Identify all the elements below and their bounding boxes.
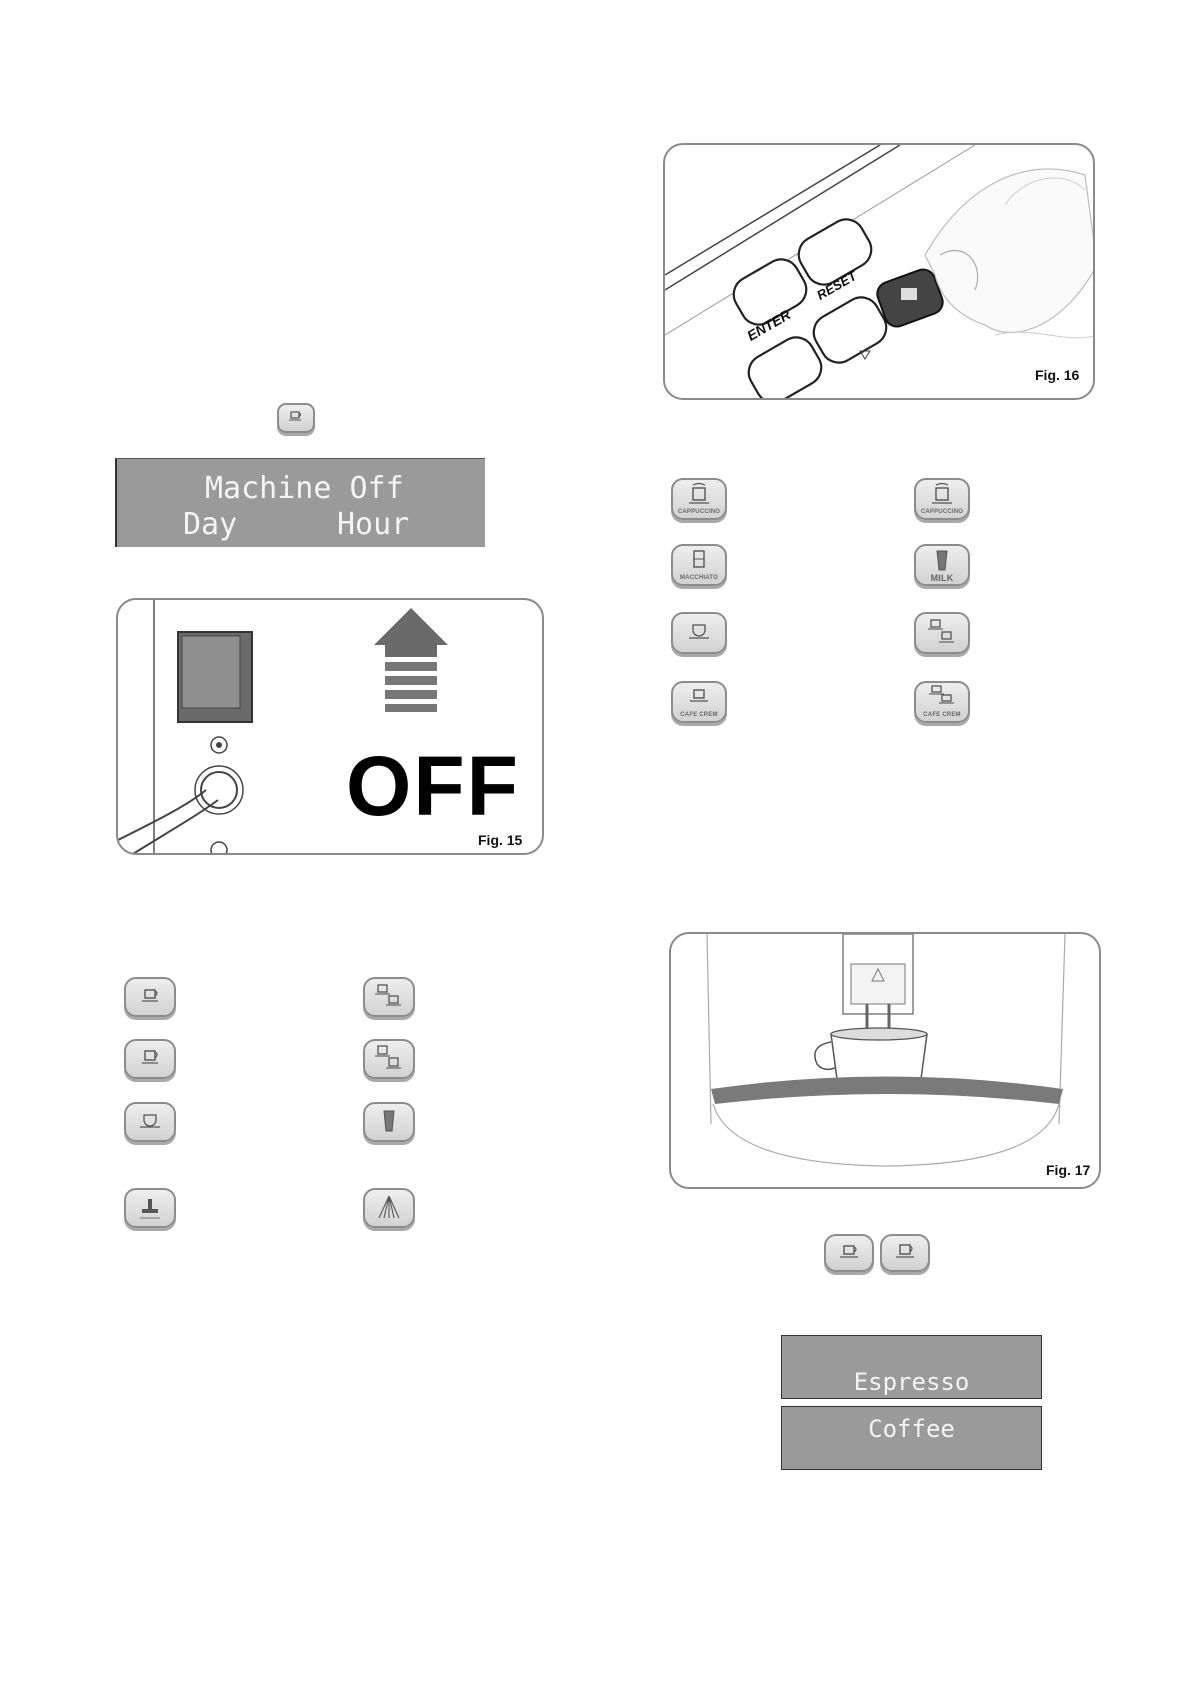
double-coffee-button[interactable]	[363, 1039, 415, 1079]
cafe-creme-button-right[interactable]: CAFE CREM	[671, 681, 727, 723]
cup-icon	[840, 1245, 858, 1258]
coffee-button[interactable]	[124, 1039, 176, 1079]
double-cafe-creme-button[interactable]: CAFE CREM	[914, 681, 970, 723]
cappuccino-label: CAPPUCCINO	[677, 509, 721, 515]
double-cappuccino-button[interactable]: CAPPUCCINO	[914, 478, 970, 520]
machine-off-display: Machine Off Day Hour	[115, 458, 485, 547]
milk-button[interactable]	[363, 1102, 415, 1142]
display-line-1: Machine Off	[205, 471, 404, 506]
coffee-display-text: Coffee	[868, 1415, 955, 1443]
cappuccino-button[interactable]: CAPPUCCINO	[671, 478, 727, 520]
double-cup-icon	[375, 984, 401, 1006]
display-line-2-day: Day	[183, 507, 238, 542]
coffee-display: Coffee	[781, 1406, 1042, 1470]
double-cup-icon	[929, 685, 954, 704]
double-cup-icon	[928, 619, 954, 643]
display-line-2-hour: Hour	[337, 507, 410, 542]
espresso-display-text: Espresso	[853, 1368, 970, 1396]
glass-icon	[693, 550, 705, 568]
cup-icon	[142, 989, 158, 1002]
off-text: OFF	[346, 739, 520, 833]
glass-icon	[936, 550, 948, 571]
figure-17-label: Fig. 17	[1046, 1162, 1091, 1178]
milk-label: MILK	[930, 573, 954, 583]
espresso-button[interactable]	[124, 977, 176, 1017]
cup-icon	[289, 411, 301, 421]
cafe-crem-label: CAFE CREM	[680, 712, 718, 718]
double-cup-icon	[375, 1045, 401, 1069]
espresso-button-pair-left[interactable]	[824, 1234, 874, 1272]
cup-icon	[896, 1244, 914, 1258]
power-switch-illustration	[118, 600, 448, 853]
double-espresso-button[interactable]	[363, 977, 415, 1017]
hot-water-button[interactable]	[124, 1188, 176, 1228]
cup-saucer-icon	[689, 624, 709, 639]
figure-15: OFF Fig. 15	[116, 598, 544, 855]
figure-15-label: Fig. 15	[478, 832, 523, 848]
espresso-display: Espresso	[781, 1335, 1042, 1399]
figure-16-label: Fig. 16	[1035, 367, 1080, 383]
coffee-dispensing-illustration	[706, 934, 1066, 1167]
cup-saucer-icon	[140, 1114, 160, 1128]
cappuccino-icon	[932, 482, 952, 504]
double-espresso-button-right[interactable]	[914, 612, 970, 654]
control-panel-illustration	[665, 145, 1093, 398]
milk-button-right[interactable]: MILK	[914, 544, 970, 586]
espresso-button-right[interactable]	[671, 612, 727, 654]
hot-water-icon	[140, 1199, 160, 1219]
double-cappuccino-label: CAPPUCCINO	[920, 509, 964, 515]
glass-icon	[383, 1110, 395, 1132]
latte-macchiato-button[interactable]: MACCHIATO	[671, 544, 727, 586]
steam-icon	[378, 1195, 400, 1219]
double-cafe-crem-label: CAFE CREM	[923, 712, 961, 718]
coffee-button-pair-right[interactable]	[880, 1234, 930, 1272]
steam-button[interactable]	[363, 1188, 415, 1228]
macchiato-label: MACCHIATO	[680, 575, 718, 581]
espresso-button-inline[interactable]	[277, 403, 315, 433]
figure-17: Fig. 17	[669, 932, 1101, 1189]
cup-icon	[142, 1050, 158, 1064]
figure-16: ENTER RESET Fig. 16	[663, 143, 1095, 400]
cafe-creme-button[interactable]	[124, 1102, 176, 1142]
cup-icon	[690, 689, 708, 702]
cappuccino-icon	[689, 482, 709, 504]
